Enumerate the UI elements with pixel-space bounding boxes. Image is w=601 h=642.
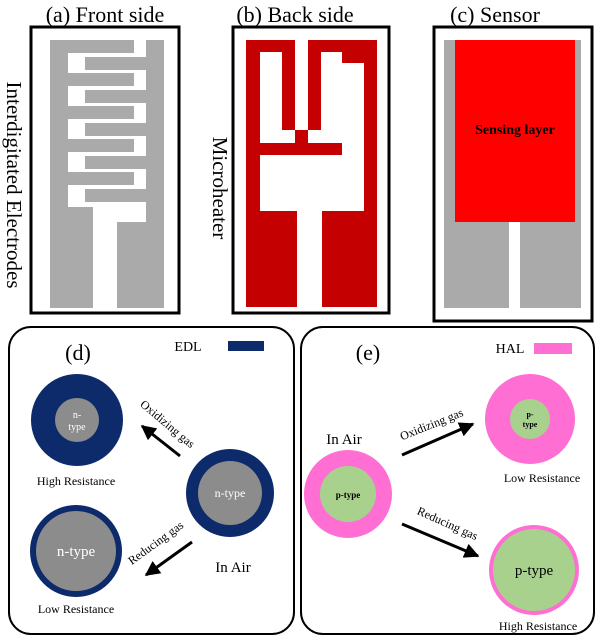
edl-legend-swatch [228, 341, 264, 351]
ntype-large-label: n-type [57, 544, 96, 560]
ntype-tag: (d) [65, 340, 91, 365]
sensor-title: (c) Sensor [450, 2, 540, 27]
ntype-center-label: n-type [215, 486, 246, 500]
panel-ptype: (e) HAL In Air p-type p- type Low Resist… [300, 326, 595, 635]
ntype-reduced-core [36, 511, 116, 591]
ptype-air-core [320, 466, 376, 522]
ptype-reduced-core [493, 529, 575, 611]
ptype-small-label-2: type [523, 420, 538, 429]
ptype-large-label: p-type [515, 563, 554, 579]
ntype-oxidized-core [55, 398, 99, 442]
panel-back-side: (b) Back side Microheater [208, 2, 391, 315]
ptype-low-resistance-label: Low Resistance [504, 471, 580, 485]
ntype-low-resistance-label: Low Resistance [38, 602, 114, 616]
interdigitated-electrodes-label: Interdigitated Electrodes [2, 82, 26, 289]
ptype-in-air-label: In Air [326, 432, 361, 448]
panel-sensor: (c) Sensor Sensing layer [432, 2, 594, 323]
ntype-small-label-2: type [68, 422, 86, 433]
ntype-oxidizing-arrow [140, 424, 181, 458]
hal-legend-swatch [534, 343, 572, 354]
ptype-oxidized-core [510, 399, 550, 439]
sensing-layer [455, 40, 575, 222]
sensing-layer-label: Sensing layer [475, 123, 555, 138]
ptype-tag: (e) [356, 340, 380, 365]
microheater-label: Microheater [208, 137, 232, 240]
ptype-oxidizing-arrow [401, 422, 475, 457]
panel-front-side: (a) Front side Interdigitated Electrodes [2, 2, 181, 315]
front-side-title: (a) Front side [46, 2, 165, 27]
ptype-high-resistance-label: High Resistance [499, 619, 577, 633]
back-side-title: (b) Back side [236, 2, 353, 27]
ptype-reducing-arrow [401, 522, 480, 558]
hal-legend-label: HAL [496, 342, 525, 357]
ntype-reducing-arrow [144, 540, 193, 577]
ntype-high-resistance-label: High Resistance [37, 474, 115, 488]
ptype-center-label: p-type [336, 490, 361, 500]
microheater [246, 40, 377, 307]
sensor-electrodes [444, 40, 581, 308]
ntype-in-air-label: In Air [215, 560, 250, 576]
ntype-air-core [198, 461, 262, 525]
panel-ntype: (d) EDL n- type High Resistance n-type I… [8, 326, 295, 635]
ntype-small-label-1: n- [73, 410, 81, 421]
edl-legend-label: EDL [174, 340, 201, 355]
interdigitated-electrodes [50, 40, 164, 308]
ptype-small-label-1: p- [526, 410, 533, 419]
